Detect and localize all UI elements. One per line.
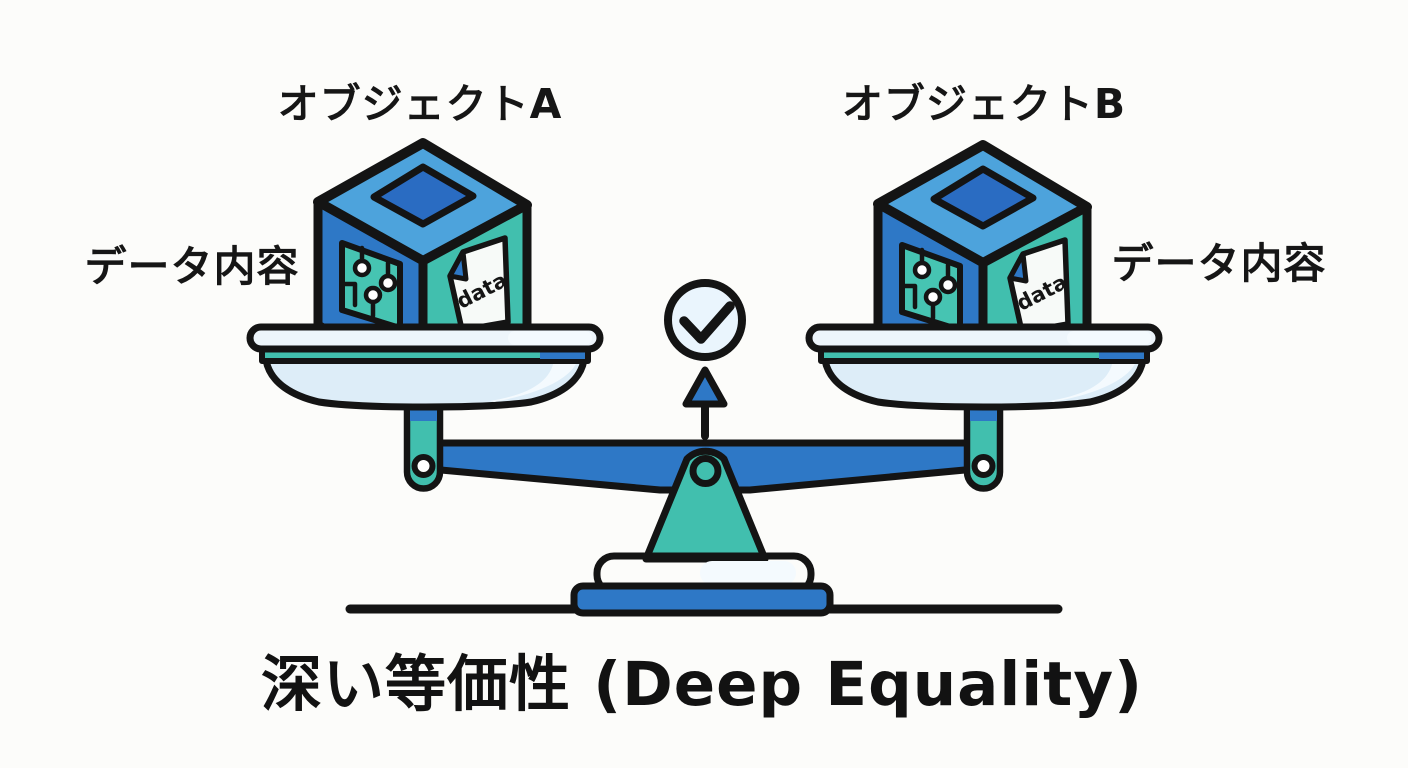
right-pan bbox=[809, 327, 1159, 407]
left-data-content-label: データ内容 bbox=[84, 242, 299, 291]
right-data-content-label: データ内容 bbox=[1111, 239, 1326, 288]
object-a-label: オブジェクトA bbox=[278, 80, 563, 128]
object-b-label: オブジェクトB bbox=[842, 80, 1126, 128]
scale-fulcrum bbox=[642, 447, 769, 563]
left-pan bbox=[250, 327, 600, 407]
scale-base bbox=[570, 552, 834, 617]
check-icon bbox=[664, 279, 746, 361]
diagram-title: 深い等価性 (Deep Equality) bbox=[261, 649, 1143, 720]
arrow-up-icon bbox=[682, 366, 728, 440]
left-pan-stem bbox=[407, 398, 440, 489]
right-pan-stem bbox=[967, 398, 1000, 489]
